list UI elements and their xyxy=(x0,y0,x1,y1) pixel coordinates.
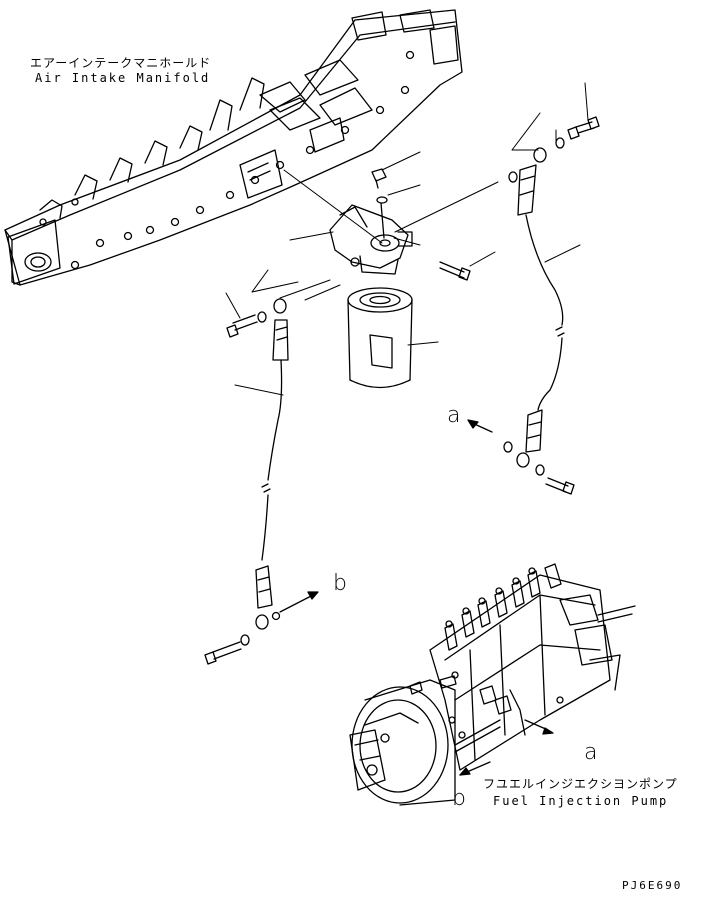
drawing-code: PJ6E690 xyxy=(622,879,683,892)
head-bolt xyxy=(371,168,388,239)
fuel-hose-left xyxy=(204,298,289,665)
arrow-b-label-left: b xyxy=(333,571,347,596)
manifold-label-jp: エアーインテークマニホールド xyxy=(30,56,212,70)
manifold-label-en: Air Intake Manifold xyxy=(35,71,211,85)
pump-label-en: Fuel Injection Pump xyxy=(493,794,669,808)
arrow-a-label-pump: a xyxy=(584,740,598,765)
fuel-injection-pump xyxy=(349,563,636,806)
fuel-hose-right xyxy=(503,116,600,495)
leader-lines xyxy=(225,82,589,396)
pump-label-jp: フユエルインジエクシヨンポンプ xyxy=(483,777,678,791)
air-intake-manifold xyxy=(4,9,463,286)
reference-arrows xyxy=(279,419,554,776)
fuel-filter-cartridge xyxy=(347,287,413,389)
arrow-a-label-top: a xyxy=(447,403,461,428)
filter-head xyxy=(329,204,413,275)
side-bolt xyxy=(439,261,471,281)
